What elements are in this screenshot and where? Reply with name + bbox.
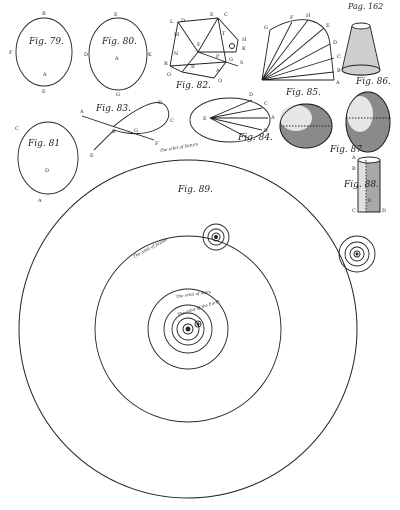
fig-89: Fig. 89. The orbit of Saturn The orbit o… xyxy=(18,141,376,499)
fig-82-point: A xyxy=(215,68,220,74)
fig-83-point: C xyxy=(170,118,174,124)
fig-84-point: E xyxy=(203,116,207,122)
fig-80-point: E xyxy=(114,12,118,18)
fig-80-point: A xyxy=(114,56,119,62)
fig-85-title: Fig. 85. xyxy=(285,88,321,98)
fig-84: Fig. 84. D C A B E xyxy=(189,92,275,143)
fig-87-title: Fig. 87. xyxy=(329,145,365,155)
fig-81-title: Fig. 81 xyxy=(27,139,60,149)
fig-82-point: B xyxy=(191,64,195,70)
fig-82-point: N xyxy=(174,51,179,57)
fig-82-point: E xyxy=(210,12,214,18)
fig-85-point: H xyxy=(306,13,311,19)
fig-88-point: C xyxy=(352,208,356,214)
fig-80-point: D xyxy=(84,52,88,58)
fig-85-point: A xyxy=(335,80,340,86)
fig-79: Fig. 79. B F A E xyxy=(9,11,73,95)
earth-icon xyxy=(194,320,202,328)
fig-85-point: E xyxy=(326,23,330,29)
fig-83-point: A xyxy=(79,109,84,115)
fig-85-point: B xyxy=(337,68,341,74)
fig-84-title: Fig. 84. xyxy=(237,133,273,143)
fig-88: Fig. 88. A B C D E xyxy=(343,155,386,214)
fig-86-title: Fig. 86. xyxy=(355,77,391,87)
fig-82-point: O xyxy=(167,72,171,78)
fig-82: Fig. 82. L D E C M F T H K N P G S R B A… xyxy=(164,12,247,91)
fig-83-point: G xyxy=(134,128,138,134)
mars-orbit-label: The orbit of Mars xyxy=(175,289,211,299)
fig-82-point: F xyxy=(197,42,201,48)
fig-84-point: C xyxy=(264,101,268,107)
fig-83-point: F xyxy=(155,141,159,147)
jupiter-icon xyxy=(202,223,230,251)
fig-79-point: B xyxy=(42,11,46,17)
fig-87: Fig. 87. xyxy=(279,91,391,155)
fig-82-point: C xyxy=(224,12,228,18)
page-number: Pag. 162 xyxy=(347,2,383,11)
fig-83-point: E xyxy=(90,153,94,159)
fig-82-point: K xyxy=(242,46,246,52)
fig-80-title: Fig. 80. xyxy=(101,37,137,47)
fig-83-point: B xyxy=(112,129,116,135)
fig-82-title: Fig. 82. xyxy=(175,81,211,91)
fig-85-point: C xyxy=(337,54,341,60)
fig-83: Fig. 83. A D B C E F G xyxy=(79,100,174,159)
fig-84-point: A xyxy=(270,115,275,121)
jupiter-orbit-label: The orbit of Jupiter xyxy=(132,236,170,259)
fig-82-point: T xyxy=(222,31,226,37)
fig-80-point: G xyxy=(116,92,120,98)
fig-82-point: D xyxy=(181,18,185,24)
fig-82-point: P xyxy=(216,54,220,60)
saturn-orbit xyxy=(18,159,358,499)
fig-79-point: F xyxy=(9,50,13,56)
fig-81-point: D xyxy=(45,168,49,174)
saturn-icon xyxy=(338,235,376,273)
fig-85-point: D xyxy=(333,40,337,46)
fig-85: Fig. 85. G F H E D C B A xyxy=(261,13,341,98)
fig-89-title: Fig. 89. xyxy=(177,185,213,195)
fig-80-point: K xyxy=(148,52,152,58)
jupiter-orbit xyxy=(94,235,282,423)
fig-88-title: Fig. 88. xyxy=(343,180,379,190)
fig-82-point: M xyxy=(174,32,179,38)
fig-86: Fig. 86. xyxy=(341,22,391,87)
fig-82-point: H xyxy=(242,37,247,43)
fig-88-point: E xyxy=(368,198,372,204)
fig-81: Fig. 81 C A D xyxy=(15,121,79,204)
fig-82-point: L xyxy=(170,19,174,25)
fig-79-point: A xyxy=(42,72,47,78)
fig-82-point: S xyxy=(240,60,244,66)
fig-84-point: D xyxy=(249,92,253,98)
fig-85-point: F xyxy=(290,15,294,21)
fig-88-point: B xyxy=(352,166,356,172)
fig-83-point: D xyxy=(158,100,162,106)
fig-82-point: Q xyxy=(218,78,222,84)
mars-orbit xyxy=(147,288,229,370)
fig-84-point: B xyxy=(264,128,268,134)
fig-82-point: G xyxy=(229,57,233,63)
sun-icon xyxy=(185,326,191,332)
fig-79-title: Fig. 79. xyxy=(28,37,64,47)
fig-81-point: A xyxy=(37,198,42,204)
fig-81-point: C xyxy=(15,126,19,132)
fig-88-point: A xyxy=(351,155,356,161)
saturn-orbit-label: The orbit of Saturn xyxy=(159,141,199,153)
earth-orbit xyxy=(163,304,213,354)
fig-79-point: E xyxy=(42,89,46,95)
fig-85-point: G xyxy=(264,25,268,31)
fig-80: Fig. 80. E D A G K xyxy=(84,12,152,98)
fig-88-point: D xyxy=(382,208,386,214)
fig-83-title: Fig. 83. xyxy=(95,104,131,114)
fig-82-point: R xyxy=(164,61,168,67)
earth-orbit-label: The orbit of the Earth xyxy=(177,298,221,317)
